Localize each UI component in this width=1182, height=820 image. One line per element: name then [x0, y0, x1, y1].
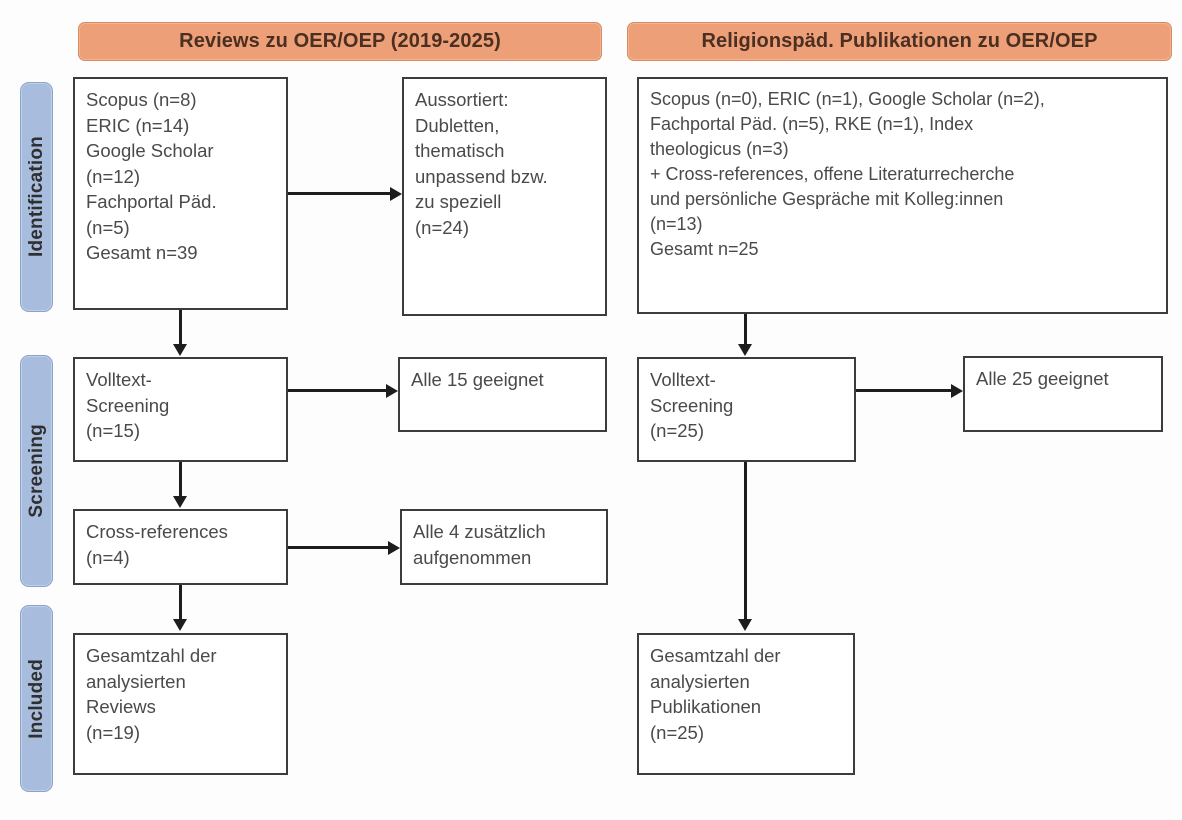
box-right-fulltext-screening-text: Volltext- Screening (n=25): [650, 369, 734, 441]
arrowhead-right-sources-to-fulltext: [738, 344, 752, 356]
box-right-included-total-text: Gesamtzahl der analysierten Publikatione…: [650, 645, 781, 743]
box-left-all-suitable-text: Alle 15 geeignet: [411, 369, 544, 390]
box-right-included-total: Gesamtzahl der analysierten Publikatione…: [637, 633, 855, 775]
phase-label-included: Included: [25, 658, 47, 739]
connector-left-sources-to-excluded: [288, 192, 390, 195]
phase-label-identification: Identification: [25, 136, 47, 258]
box-left-all-suitable: Alle 15 geeignet: [398, 357, 607, 432]
box-left-excluded-text: Aussortiert: Dubletten, thematisch unpas…: [415, 89, 548, 238]
column-header-reviews-label: Reviews zu OER/OEP (2019-2025): [179, 30, 501, 52]
box-left-cross-references: Cross-references (n=4): [73, 509, 288, 585]
connector-right-fulltext-to-included: [744, 462, 747, 621]
column-header-religionspaed-label: Religionspäd. Publikationen zu OER/OEP: [701, 30, 1098, 52]
arrowhead-left-fulltext-to-crossrefs: [173, 496, 187, 508]
connector-left-fulltext-to-crossrefs: [179, 462, 182, 498]
box-right-identification-sources-text: Scopus (n=0), ERIC (n=1), Google Scholar…: [650, 89, 1045, 259]
connector-left-fulltext-to-suitable: [288, 389, 386, 392]
connector-left-crossrefs-to-added: [288, 546, 388, 549]
phase-bar-screening: Screening: [20, 355, 53, 587]
phase-label-screening: Screening: [25, 424, 47, 518]
column-header-religionspaed: Religionspäd. Publikationen zu OER/OEP: [627, 22, 1172, 61]
box-right-identification-sources: Scopus (n=0), ERIC (n=1), Google Scholar…: [637, 77, 1168, 314]
box-left-identification-sources-text: Scopus (n=8) ERIC (n=14) Google Scholar …: [86, 89, 217, 263]
box-left-fulltext-screening: Volltext- Screening (n=15): [73, 357, 288, 462]
box-left-included-total-text: Gesamtzahl der analysierten Reviews (n=1…: [86, 645, 217, 743]
box-right-all-suitable-text: Alle 25 geeignet: [976, 368, 1109, 389]
box-left-cross-references-text: Cross-references (n=4): [86, 521, 228, 568]
arrowhead-left-crossrefs-to-included: [173, 619, 187, 631]
connector-right-sources-to-fulltext: [744, 314, 747, 345]
box-left-all-added-text: Alle 4 zusätzlich aufgenommen: [413, 521, 546, 568]
arrowhead-right-fulltext-to-included: [738, 619, 752, 631]
column-header-reviews: Reviews zu OER/OEP (2019-2025): [78, 22, 602, 61]
box-right-all-suitable: Alle 25 geeignet: [963, 356, 1163, 432]
arrowhead-right-fulltext-to-suitable: [951, 384, 963, 398]
connector-left-sources-to-fulltext: [179, 310, 182, 345]
arrowhead-left-sources-to-excluded: [390, 187, 402, 201]
connector-left-crossrefs-to-included: [179, 585, 182, 621]
connector-right-fulltext-to-suitable: [856, 389, 951, 392]
phase-bar-included: Included: [20, 605, 53, 792]
box-left-fulltext-screening-text: Volltext- Screening (n=15): [86, 369, 170, 441]
arrowhead-left-fulltext-to-suitable: [386, 384, 398, 398]
arrowhead-left-crossrefs-to-added: [388, 541, 400, 555]
box-left-identification-sources: Scopus (n=8) ERIC (n=14) Google Scholar …: [73, 77, 288, 310]
phase-bar-identification: Identification: [20, 82, 53, 312]
box-left-excluded: Aussortiert: Dubletten, thematisch unpas…: [402, 77, 607, 316]
box-right-fulltext-screening: Volltext- Screening (n=25): [637, 357, 856, 462]
box-left-all-added: Alle 4 zusätzlich aufgenommen: [400, 509, 608, 585]
box-left-included-total: Gesamtzahl der analysierten Reviews (n=1…: [73, 633, 288, 775]
arrowhead-left-sources-to-fulltext: [173, 344, 187, 356]
